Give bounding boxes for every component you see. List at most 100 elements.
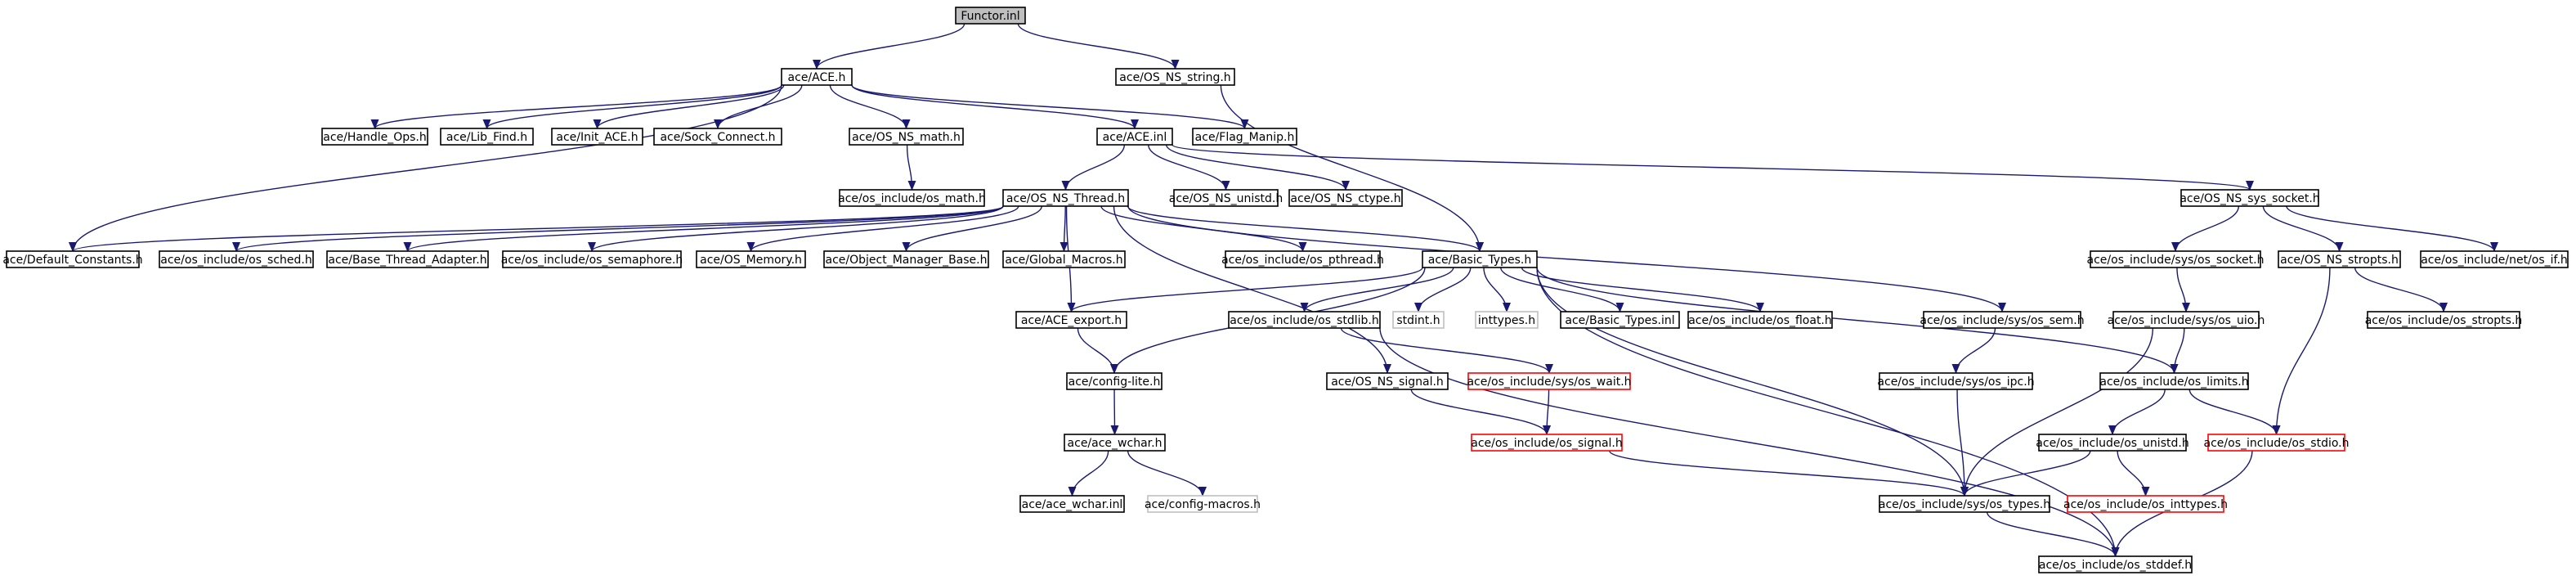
- node-os-stddef-h[interactable]: ace/os_include/os_stddef.h: [2038, 555, 2193, 573]
- edge-line: [1060, 205, 1068, 252]
- node-base-thread-adapter-h[interactable]: ace/Base_Thread_Adapter.h: [326, 250, 489, 268]
- node-ace-inl[interactable]: ace/ACE.inl: [1096, 128, 1173, 146]
- node-os-stropts-h[interactable]: ace/os_include/os_stropts.h: [2365, 311, 2523, 329]
- edge-line: [2108, 389, 2166, 435]
- edge-line: [1536, 267, 2179, 374]
- edge-line: [2171, 205, 2240, 252]
- edge-basic_types_h-to-stdint_h: [1414, 267, 1472, 312]
- edge-ace_h-to-os_ns_math_h: [829, 84, 911, 129]
- node-sys-os-sem-h[interactable]: ace/os_include/sys/os_sem.h: [1920, 311, 2085, 329]
- node-os-float-h[interactable]: ace/os_include/os_float.h: [1687, 311, 1833, 329]
- node-os-ns-unistd-h[interactable]: ace/OS_NS_unistd.h: [1169, 189, 1284, 207]
- node-os-memory-h[interactable]: ace/OS_Memory.h: [696, 250, 806, 268]
- node-ace-wchar-inl[interactable]: ace/ace_wchar.inl: [1019, 495, 1125, 513]
- node-box: [1192, 128, 1297, 146]
- node-functor-inl[interactable]: Functor.inl: [955, 7, 1026, 25]
- node-os-semaphore-h[interactable]: ace/os_include/os_semaphore.h: [501, 250, 683, 268]
- node-box: [1002, 250, 1126, 268]
- edge-line: [829, 84, 911, 129]
- edge-sys_os_types_h-to-os_stddef_h: [1986, 511, 2120, 557]
- edge-line: [1414, 267, 1472, 312]
- node-ace-wchar-h[interactable]: ace/ace_wchar.h: [1064, 434, 1166, 452]
- node-global-macros-h[interactable]: ace/Global_Macros.h: [1002, 250, 1126, 268]
- node-os-ns-string-h[interactable]: ace/OS_NS_string.h: [1115, 68, 1235, 86]
- node-config-lite-h[interactable]: ace/config-lite.h: [1066, 372, 1163, 390]
- edge-ace_inl-to-os_ns_sys_socket_h: [1172, 144, 2254, 191]
- node-os-unistd-h[interactable]: ace/os_include/os_unistd.h: [2036, 434, 2189, 452]
- node-os-limits-h[interactable]: ace/os_include/os_limits.h: [2099, 372, 2249, 390]
- node-handle-ops-h[interactable]: ace/Handle_Ops.h: [321, 128, 428, 146]
- edge-line: [1166, 144, 1350, 191]
- edge-line: [482, 84, 782, 129]
- node-os-stdio-h[interactable]: ace/os_include/os_stdio.h: [2204, 434, 2350, 452]
- node-box: [1471, 434, 1623, 452]
- edge-os_stdlib_h-to-os_stddef_h: [1379, 327, 2120, 557]
- edge-line: [1300, 267, 1454, 312]
- node-box: [823, 250, 989, 268]
- node-default-constants-h[interactable]: ace/Default_Constants.h: [2, 250, 143, 268]
- node-sys-os-wait-h[interactable]: ace/os_include/sys/os_wait.h: [1467, 372, 1632, 390]
- node-os-inttypes-h[interactable]: ace/os_include/os_inttypes.h: [2063, 495, 2228, 513]
- node-label: ace/os_include/os_signal.h: [1471, 437, 1623, 450]
- edge-line: [2354, 267, 2448, 312]
- node-os-stdlib-h[interactable]: ace/os_include/os_stdlib.h: [1228, 311, 1381, 329]
- node-box: [326, 250, 489, 268]
- node-label: ace/ace_wchar.h: [1068, 437, 1163, 450]
- edge-line: [1521, 267, 1764, 312]
- edge-os_limits_h-to-os_stdio_h: [2188, 389, 2281, 435]
- edge-ace_h-to-lib_find_h: [482, 84, 782, 129]
- node-os-ns-math-h[interactable]: ace/OS_NS_math.h: [849, 128, 964, 146]
- node-label: ace/os_include/sys/os_ipc.h: [1877, 375, 2034, 389]
- edge-line: [403, 205, 1004, 252]
- node-os-ns-ctype-h[interactable]: ace/OS_NS_ctype.h: [1288, 189, 1403, 207]
- edge-ace_h-to-flag_manip_h: [851, 84, 1249, 129]
- node-label: ace/OS_NS_math.h: [852, 131, 961, 144]
- node-os-ns-signal-h[interactable]: ace/OS_NS_signal.h: [1326, 372, 1449, 390]
- node-sock-connect-h[interactable]: ace/Sock_Connect.h: [653, 128, 782, 146]
- node-os-pthread-h[interactable]: ace/os_include/os_pthread.h: [1221, 250, 1384, 268]
- node-stdint-h: stdint.h: [1392, 311, 1445, 329]
- node-sys-os-uio-h[interactable]: ace/os_include/sys/os_uio.h: [2108, 311, 2265, 329]
- edge-basic_types_h-to-os_limits_h: [1536, 267, 2179, 374]
- node-flag-manip-h[interactable]: ace/Flag_Manip.h: [1192, 128, 1297, 146]
- node-ace-h[interactable]: ace/ACE.h: [781, 68, 853, 86]
- node-inttypes-h: inttypes.h: [1475, 311, 1539, 329]
- node-label: ace/os_include/os_unistd.h: [2036, 437, 2188, 450]
- node-box: [1015, 311, 1127, 329]
- node-box: [6, 250, 140, 268]
- node-os-ns-sys-socket-h[interactable]: ace/OS_NS_sys_socket.h: [2180, 189, 2320, 207]
- node-sys-os-types-h[interactable]: ace/os_include/sys/os_types.h: [1879, 495, 2050, 513]
- node-os-math-h[interactable]: ace/os_include/os_math.h: [838, 189, 986, 207]
- edge-line: [1543, 389, 1552, 435]
- node-object-manager-base-h[interactable]: ace/Object_Manager_Base.h: [823, 250, 989, 268]
- node-label: ace/os_include/sys/os_wait.h: [1467, 375, 1631, 389]
- node-ace-export-h[interactable]: ace/ACE_export.h: [1015, 311, 1127, 329]
- node-box: [849, 128, 964, 146]
- nodes: Functor.inl ace/ACE.h ace/OS_NS_string.hac…: [2, 7, 2569, 573]
- edge-ace_h-to-init_ace_h: [593, 84, 785, 129]
- node-sys-os-ipc-h[interactable]: ace/os_include/sys/os_ipc.h: [1877, 372, 2035, 390]
- node-box: [159, 250, 314, 268]
- node-box: [2038, 434, 2187, 452]
- edge-basic_types_h-to-os_float_h: [1521, 267, 1764, 312]
- node-lib-find-h[interactable]: ace/Lib_Find.h: [440, 128, 534, 146]
- node-label: ace/OS_NS_Thread.h: [1006, 192, 1125, 205]
- node-os-sched-h[interactable]: ace/os_include/os_sched.h: [159, 250, 314, 268]
- node-os-ns-thread-h[interactable]: ace/OS_NS_Thread.h: [1002, 189, 1129, 207]
- node-basic-types-inl[interactable]: ace/Basic_Types.inl: [1560, 311, 1680, 329]
- node-init-ace-h[interactable]: ace/Init_ACE.h: [551, 128, 643, 146]
- node-box: [1225, 250, 1381, 268]
- node-label: ace/Lib_Find.h: [446, 131, 527, 144]
- edge-line: [1536, 267, 1969, 497]
- edge-line: [1061, 144, 1126, 191]
- node-os-signal-h[interactable]: ace/os_include/os_signal.h: [1471, 434, 1623, 452]
- node-box: [1560, 311, 1680, 329]
- node-os-ns-stropts-h[interactable]: ace/OS_NS_stropts.h: [2278, 250, 2401, 268]
- edge-line: [906, 144, 916, 191]
- node-label: ace/os_include/os_semaphore.h: [501, 254, 683, 267]
- edge-line: [1067, 267, 1423, 312]
- node-sys-os-socket-h[interactable]: ace/os_include/sys/os_socket.h: [2087, 250, 2265, 268]
- node-basic-types-h[interactable]: ace/Basic_Types.h: [1422, 250, 1538, 268]
- node-net-os-if-h[interactable]: ace/os_include/net/os_if.h: [2420, 250, 2569, 268]
- edge-os_ns_stropts_h-to-os_stdio_h: [2272, 267, 2331, 435]
